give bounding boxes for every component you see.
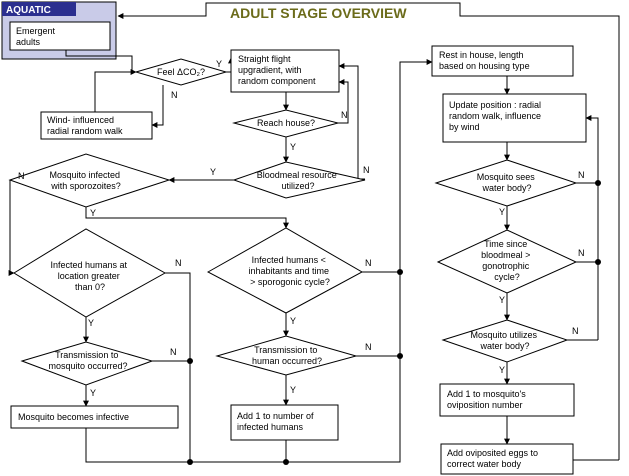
label-yes: Y	[90, 208, 96, 218]
label-no: N	[18, 171, 25, 181]
diagram-title: ADULT STAGE OVERVIEW	[230, 5, 407, 21]
edge-infective-bottom	[85, 428, 190, 463]
label-yes: Y	[499, 365, 505, 375]
transmission-mosquito-decision	[20, 341, 154, 386]
infected-location-text: Infected humans at location greater than…	[50, 260, 129, 292]
sees-water-decision	[434, 159, 578, 207]
add-eggs-box	[440, 443, 574, 475]
edge-infected-left	[8, 180, 15, 276]
reach-house-decision	[232, 109, 340, 138]
transmission-human-text: Transmission to human occurred?	[252, 345, 322, 366]
transmission-human-decision	[215, 335, 358, 376]
aquatic-label: AQUATIC	[6, 5, 51, 16]
junction-dot	[595, 259, 601, 265]
emergent-adults-text: Emergent adults	[16, 26, 58, 47]
edge-wind-feel	[94, 71, 136, 115]
aquatic-header	[2, 2, 76, 16]
sporogonic-decision	[206, 227, 364, 314]
mosquito-infective-box	[10, 405, 179, 429]
time-since-text: Time since bloodmeal > gonotrophic cycle…	[481, 239, 533, 282]
edge-feel-wind	[151, 85, 164, 128]
label-no: N	[363, 165, 370, 175]
label-no: N	[365, 258, 372, 268]
label-no: N	[572, 326, 579, 336]
label-no: N	[341, 110, 348, 120]
add-infected-text: Add 1 to number of infected humans	[237, 411, 316, 432]
add-oviposition-box	[439, 383, 575, 417]
mosquito-infected-text: Mosquito infected with sporozoites?	[49, 170, 122, 191]
edge-right-loop	[585, 115, 599, 340]
edge-feel-straight	[226, 57, 234, 73]
transmission-mosquito-text: Transmission to mosquito occurred?	[48, 350, 127, 371]
utilizes-water-text: Mosquito utilizes water body?	[470, 330, 539, 351]
bloodmeal-decision	[232, 161, 366, 199]
emergent-adults-box	[9, 21, 111, 51]
update-position-text: Update position : radial random walk, in…	[449, 100, 544, 132]
label-yes: Y	[499, 295, 505, 305]
feel-co2-decision	[134, 58, 228, 86]
label-no: N	[171, 90, 178, 100]
wind-walk-text: Wind- influenced radial random walk	[47, 115, 123, 136]
bloodmeal-text: Bloodmeal resource utilized?	[257, 170, 340, 191]
add-oviposition-text: Add 1 to mosquito's oviposition number	[447, 389, 528, 410]
sporogonic-text: Infected humans < inhabitants and time >…	[248, 255, 331, 287]
label-no: N	[578, 248, 585, 258]
feel-co2-text: Feel ΔCO₂?	[157, 67, 205, 77]
mosquito-infective-text: Mosquito becomes infective	[18, 412, 129, 422]
sees-water-text: Mosquito sees water body?	[477, 172, 538, 193]
label-yes: Y	[290, 385, 296, 395]
label-no: N	[175, 258, 182, 268]
label-yes: Y	[499, 207, 505, 217]
label-no: N	[365, 342, 372, 352]
edge-reach-loop	[338, 79, 349, 124]
edge-loc-n	[165, 272, 191, 462]
junction-dot	[187, 459, 193, 465]
label-yes: Y	[290, 316, 296, 326]
junction-dot	[397, 353, 403, 359]
edge-return-top	[117, 2, 620, 460]
junction-dot	[397, 269, 403, 275]
junction-dot	[187, 358, 193, 364]
add-eggs-text: Add oviposited eggs to correct water bod…	[447, 448, 541, 469]
straight-flight-text: Straight flight upgradient, with random …	[238, 54, 316, 86]
reach-house-text: Reach house?	[257, 118, 315, 128]
mosquito-infected-decision	[8, 153, 171, 208]
label-yes: Y	[88, 318, 94, 328]
rest-house-box	[431, 45, 574, 77]
junction-dot	[283, 459, 289, 465]
label-yes: Y	[90, 388, 96, 398]
add-infected-box	[230, 404, 339, 441]
label-no: N	[578, 170, 585, 180]
label-yes: Y	[210, 167, 216, 177]
wind-walk-box	[40, 111, 153, 140]
label-yes: Y	[290, 142, 296, 152]
edge-bottom-right	[190, 59, 433, 463]
rest-house-text: Rest in house, length based on housing t…	[439, 50, 530, 71]
junction-dot	[595, 180, 601, 186]
straight-flight-box	[230, 49, 340, 93]
edge-infected-y	[85, 207, 289, 229]
time-since-decision	[436, 229, 578, 294]
utilizes-water-decision	[441, 319, 569, 363]
update-position-box	[442, 93, 587, 143]
label-yes: Y	[216, 59, 222, 69]
label-no: N	[170, 347, 177, 357]
infected-location-decision	[13, 228, 167, 318]
